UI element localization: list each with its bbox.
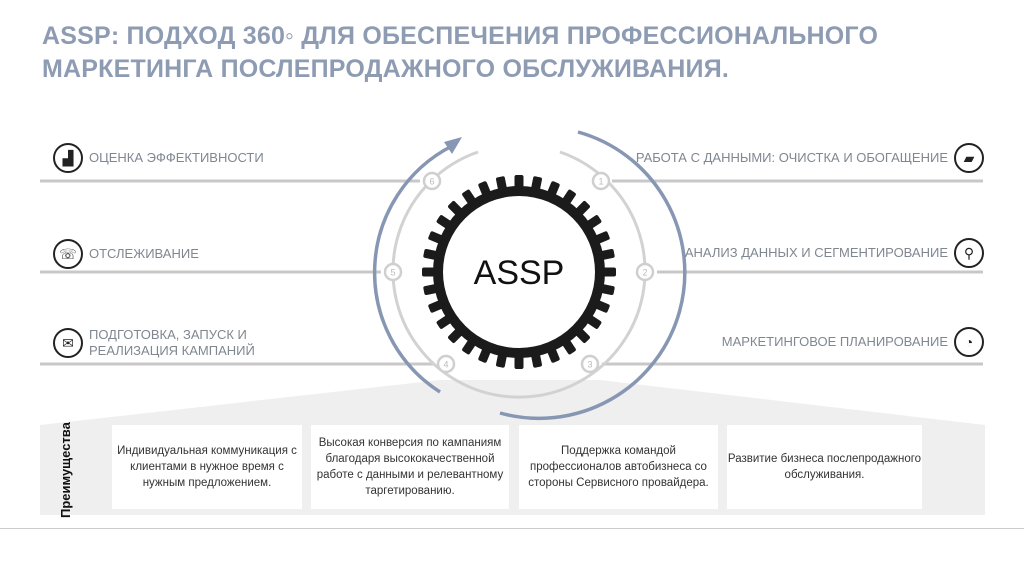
gear-tooth (547, 181, 560, 197)
step-number: 6 (429, 177, 434, 187)
mail-icon: ✉ (53, 328, 83, 358)
gear-tooth (599, 249, 615, 260)
footer-divider (0, 528, 1024, 529)
step-number: 3 (587, 360, 592, 370)
advantage-card: Индивидуальная коммуникация с клиентами … (112, 425, 302, 509)
advantage-card: Поддержка командой профессионалов автоби… (519, 425, 718, 509)
step-1-data: РАБОТА С ДАННЫМИ: ОЧИСТКА И ОБОГАЩЕНИЕ ▰ (636, 143, 984, 173)
gear-tooth (496, 176, 507, 192)
step-5-tracking: ☏ ОТСЛЕЖИВАНИЕ (53, 239, 199, 269)
gear-tooth (436, 215, 452, 229)
slide-title: ASSP: ПОДХОД 360◦ ДЛЯ ОБЕСПЕЧЕНИЯ ПРОФЕС… (42, 20, 878, 86)
cycle-arc-right (499, 130, 687, 421)
gear-tooth (575, 328, 590, 343)
cycle-arc-left (372, 144, 453, 394)
gear-tooth (531, 352, 542, 368)
gear-tooth (448, 201, 463, 216)
title-line-2: МАРКЕТИНГА ПОСЛЕПРОДАЖНОГО ОБСЛУЖИВАНИЯ. (42, 55, 730, 83)
advantage-card: Высокая конверсия по кампаниям благодаря… (311, 425, 509, 509)
center-label: ASSP (474, 254, 565, 292)
gear-tooth (422, 267, 436, 277)
step-number: 4 (443, 360, 448, 370)
step-number-badge (580, 354, 600, 374)
gear-tooth (547, 347, 560, 363)
chart-icon: ▟ (53, 143, 83, 173)
phone-icon: ☏ (53, 239, 83, 269)
step-4-campaigns: ✉ПОДГОТОВКА, ЗАПУСК И РЕАЛИЗАЦИЯ КАМПАНИ… (53, 327, 339, 359)
step-number-badge (436, 354, 456, 374)
gear-tooth (562, 339, 576, 355)
step-number: 5 (390, 268, 395, 278)
gear-tooth (448, 328, 463, 343)
gear-tooth (436, 315, 452, 329)
gear-tooth (478, 181, 491, 197)
step-label: ПОДГОТОВКА, ЗАПУСК И РЕАЛИЗАЦИЯ КАМПАНИЙ (89, 327, 255, 358)
step-label: МАРКЕТИНГОВОЕ ПЛАНИРОВАНИЕ (721, 334, 948, 349)
gear-tooth (594, 231, 610, 244)
gear-tooth (599, 284, 615, 295)
step-label: АНАЛИЗ ДАННЫХ И СЕГМЕНТИРОВАНИЕ (684, 245, 948, 260)
step-3-planning: МАРКЕТИНГОВОЕ ПЛАНИРОВАНИЕ ◔ (722, 327, 984, 357)
step-number-badge (383, 262, 403, 282)
process-ring (391, 150, 647, 399)
step-6-evaluation: ▟ ОЦЕНКА ЭФФЕКТИВНОСТИ (53, 143, 264, 173)
pie-chart-icon: ◔ (954, 327, 984, 357)
step-number-badge (422, 171, 442, 191)
gear-tooth (428, 231, 444, 244)
gear-tooth (586, 215, 602, 229)
gear-tooth (462, 339, 476, 355)
step-label: РАБОТА С ДАННЫМИ: ОЧИСТКА И ОБОГАЩЕНИЕ (635, 150, 948, 165)
gear-tooth (423, 284, 439, 295)
step-number: 1 (598, 177, 603, 187)
advantage-card: Развитие бизнеса послепродажного обслужи… (727, 425, 922, 509)
step-number: 2 (642, 268, 647, 278)
step-number-badge (591, 171, 611, 191)
gear-tooth (602, 267, 616, 277)
title-line-1: ASSP: ПОДХОД 360◦ ДЛЯ ОБЕСПЕЧЕНИЯ ПРОФЕС… (42, 22, 879, 50)
folder-icon: ▰ (954, 143, 984, 173)
gear-tooth (478, 347, 491, 363)
gear-tooth (428, 300, 444, 313)
step-label: ОТСЛЕЖИВАНИЕ (89, 246, 199, 261)
gear-tooth (575, 201, 590, 216)
search-icon: ⚲ (954, 238, 984, 268)
step-2-analysis: АНАЛИЗ ДАННЫХ И СЕГМЕНТИРОВАНИЕ ⚲ (685, 238, 984, 268)
gear-tooth (496, 352, 507, 368)
step-label: ОЦЕНКА ЭФФЕКТИВНОСТИ (89, 150, 264, 165)
gear-tooth (514, 355, 524, 369)
gear-tooth (514, 175, 524, 189)
advantages-label: Преимущества (58, 422, 73, 518)
gear-tooth (562, 189, 576, 205)
gear-tooth (594, 300, 610, 313)
gear-tooth (586, 315, 602, 329)
step-number-badge (635, 262, 655, 282)
gear-tooth (423, 249, 439, 260)
gear-tooth (462, 189, 476, 205)
arc-arrowhead (444, 137, 462, 154)
gear-tooth (531, 176, 542, 192)
